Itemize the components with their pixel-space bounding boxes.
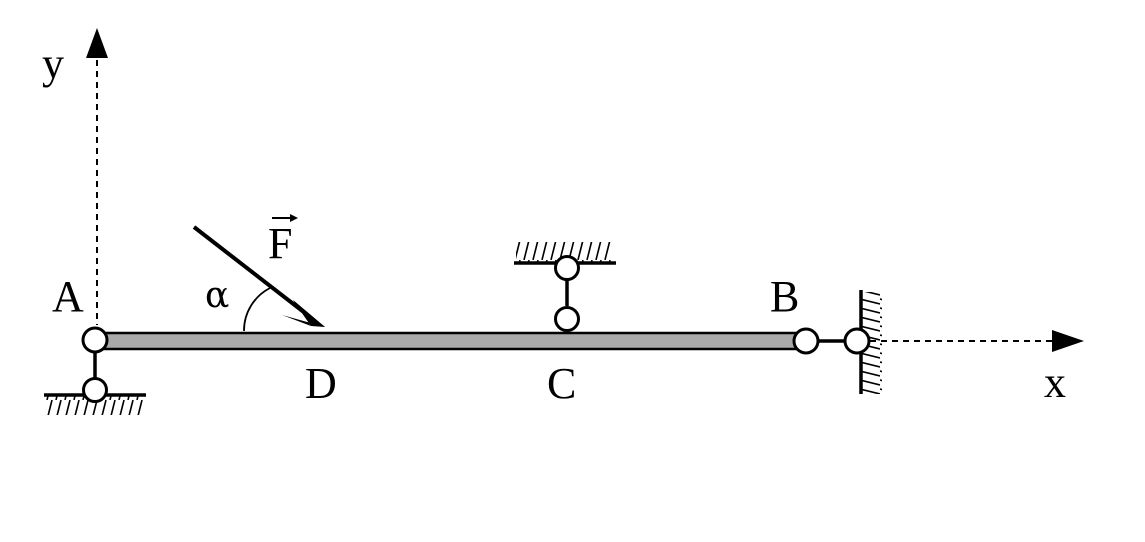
support-a-hatch: [44, 396, 144, 415]
x-axis: [870, 330, 1084, 352]
point-b-label: B: [770, 272, 799, 321]
force-f-vector-mark: [272, 214, 298, 222]
support-a-lower-hinge: [82, 377, 108, 403]
force-f-arrow: [192, 225, 325, 327]
y-axis-label: y: [42, 39, 64, 88]
support-b: [792, 290, 882, 394]
y-axis-arrowhead: [86, 28, 108, 58]
angle-alpha-label: α: [205, 275, 229, 316]
support-c: [514, 242, 616, 332]
beam: [93, 331, 809, 351]
hinge-c: [554, 306, 580, 332]
hinge-a: [81, 326, 109, 354]
support-b-hatch: [862, 292, 882, 394]
support-a: [44, 326, 146, 415]
y-axis: [86, 28, 108, 325]
support-c-upper-hinge: [554, 255, 580, 281]
hinge-b: [792, 327, 820, 355]
point-d-label: D: [305, 359, 337, 408]
point-a-label: A: [52, 272, 84, 321]
x-axis-arrowhead: [1052, 330, 1084, 352]
point-c-label: C: [547, 359, 576, 408]
angle-alpha-arc: [243, 287, 271, 332]
force-f-label: F: [268, 219, 292, 268]
support-c-hatch: [516, 242, 612, 262]
x-axis-label: x: [1044, 358, 1066, 407]
support-b-wall-hinge: [843, 327, 871, 355]
